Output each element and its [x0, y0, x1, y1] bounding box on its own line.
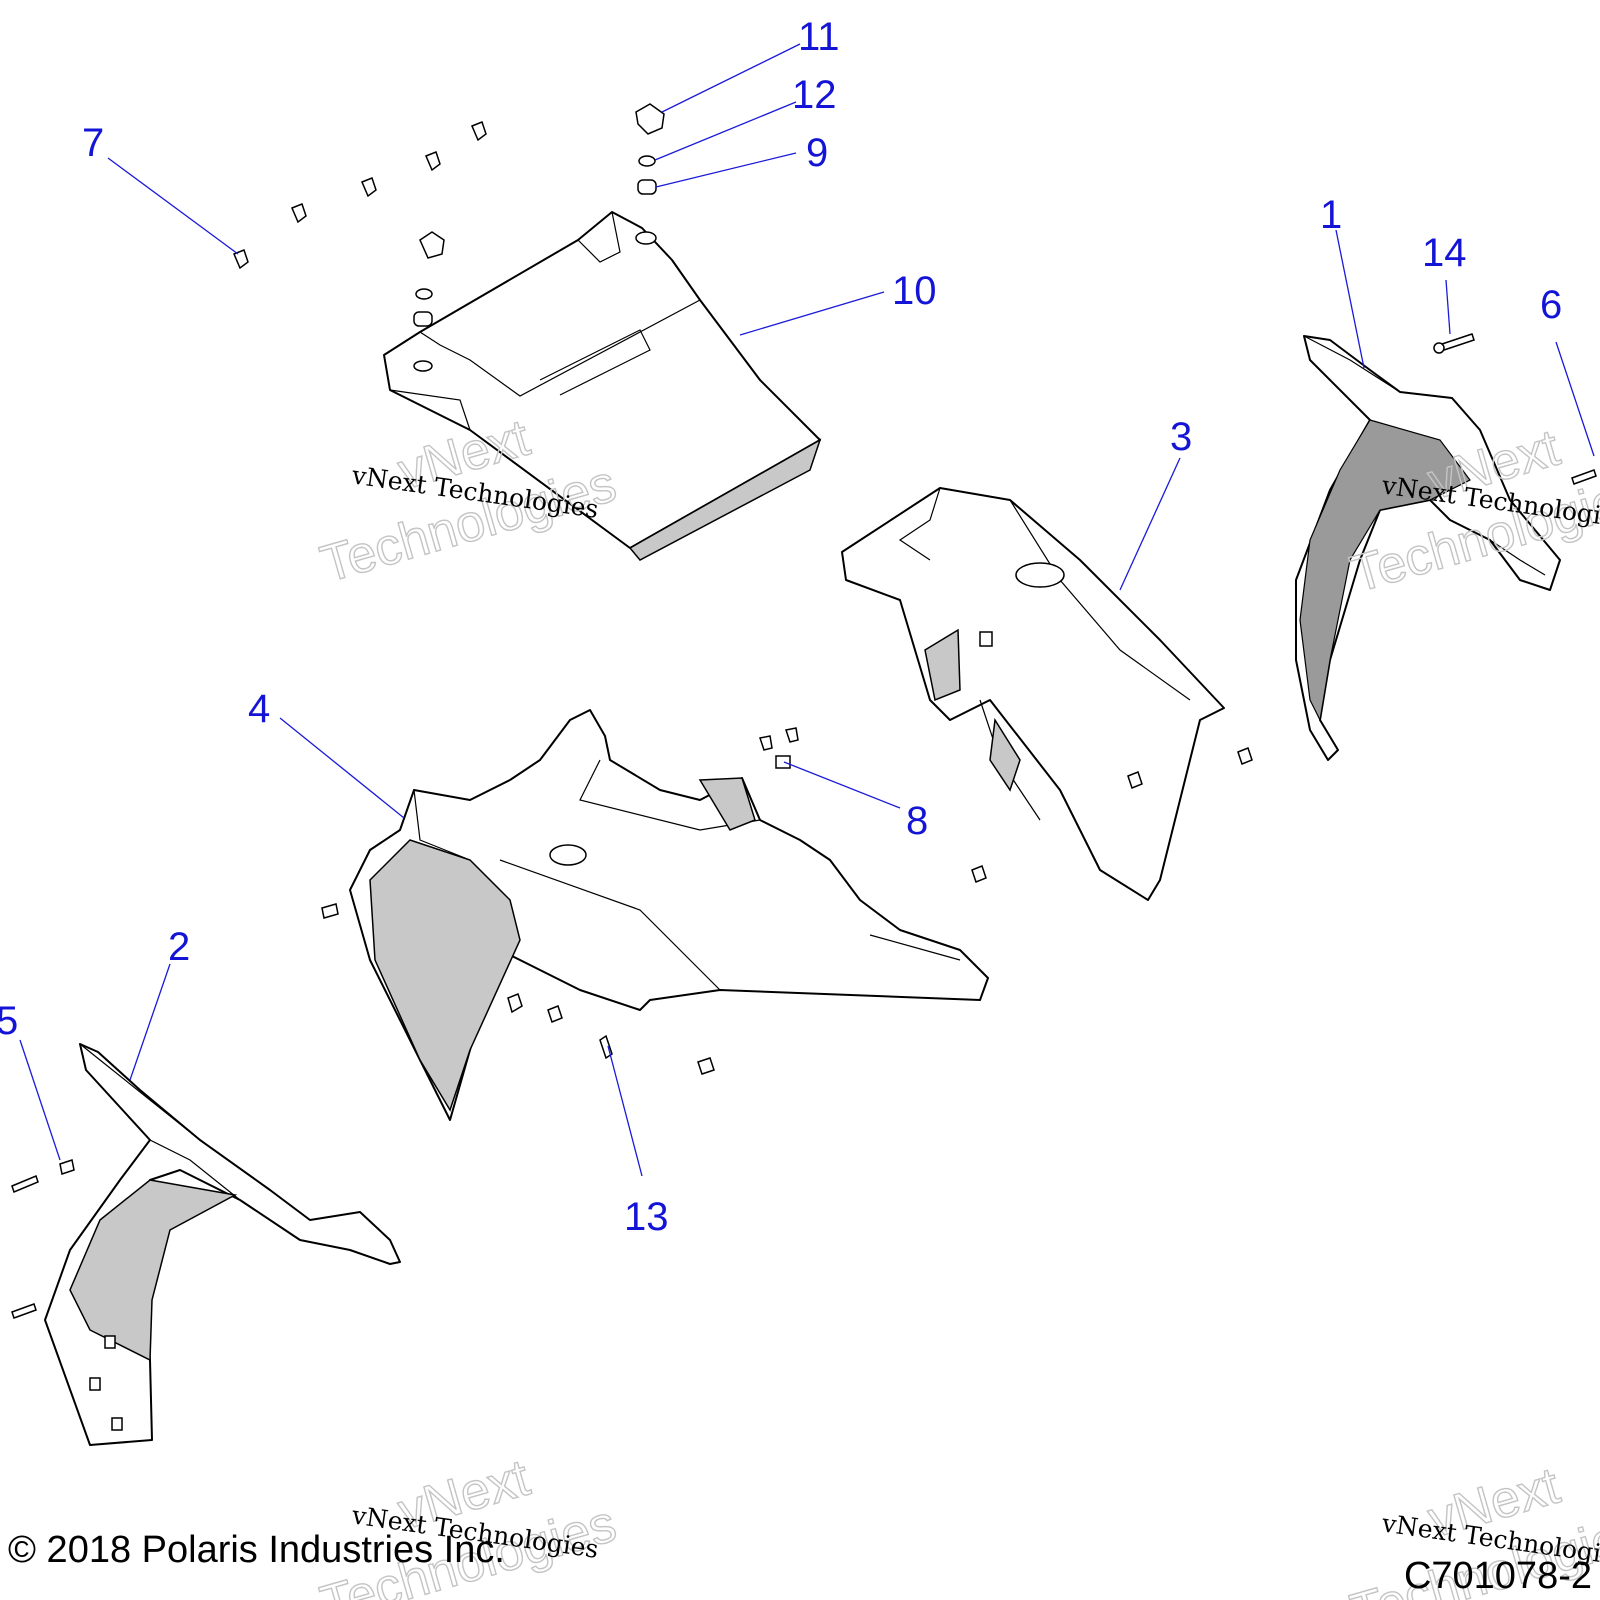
leader-2 [129, 963, 171, 1081]
part-10-panel[interactable] [383, 211, 822, 561]
fastener-7-push-rivets[interactable] [233, 121, 487, 270]
leader-3 [1119, 457, 1181, 591]
callout-5: 5 [0, 999, 18, 1043]
part-2-fender[interactable] [44, 1043, 401, 1446]
leader-12 [654, 101, 797, 161]
leader-9 [655, 152, 797, 188]
fastener-13-screws[interactable] [321, 747, 1253, 1075]
part-1-fender[interactable] [1295, 335, 1561, 761]
leader-7 [107, 157, 239, 255]
callout-8: 8 [906, 799, 928, 843]
callout-9: 9 [806, 131, 828, 175]
fastener-8-nut[interactable] [759, 727, 799, 769]
leader-5 [19, 1039, 61, 1161]
callout-7: 7 [82, 121, 104, 165]
copyright-text: © 2018 Polaris Industries Inc. [8, 1529, 505, 1571]
fastener-11-clip[interactable] [419, 103, 665, 259]
callout-12: 12 [792, 73, 837, 117]
leader-14 [1445, 279, 1451, 335]
leader-11 [661, 43, 801, 113]
leader-6 [1555, 341, 1595, 457]
part-4-panel[interactable] [349, 709, 989, 1121]
fastener-14-bolt[interactable] [1433, 333, 1475, 354]
part-3-panel[interactable] [841, 487, 1225, 901]
leader-4 [279, 717, 405, 819]
callout-4: 4 [248, 687, 270, 731]
fastener-6-bolt[interactable] [1571, 469, 1597, 485]
callout-11: 11 [798, 15, 840, 59]
callout-numbers: 1 2 3 4 5 6 7 8 9 10 11 12 13 14 [0, 15, 1562, 1239]
watermark-bottom-left: vNext Technologies vNext Technologies [314, 1448, 623, 1600]
fastener-9-grommet[interactable] [413, 179, 657, 327]
leader-13 [607, 1045, 643, 1177]
fastener-5-bolts[interactable] [11, 1159, 75, 1319]
callout-2: 2 [168, 925, 190, 969]
drawing-code: C701078-2 [1404, 1555, 1592, 1597]
callout-3: 3 [1170, 415, 1192, 459]
callout-1: 1 [1320, 193, 1342, 237]
leader-lines [19, 43, 1595, 1177]
leader-8 [783, 761, 901, 809]
callout-6: 6 [1540, 283, 1562, 327]
callout-14: 14 [1422, 231, 1467, 275]
callout-10: 10 [892, 269, 937, 313]
leader-10 [739, 291, 885, 336]
callout-13: 13 [624, 1195, 669, 1239]
fastener-12-washer[interactable] [415, 155, 656, 300]
leader-1 [1335, 229, 1365, 369]
